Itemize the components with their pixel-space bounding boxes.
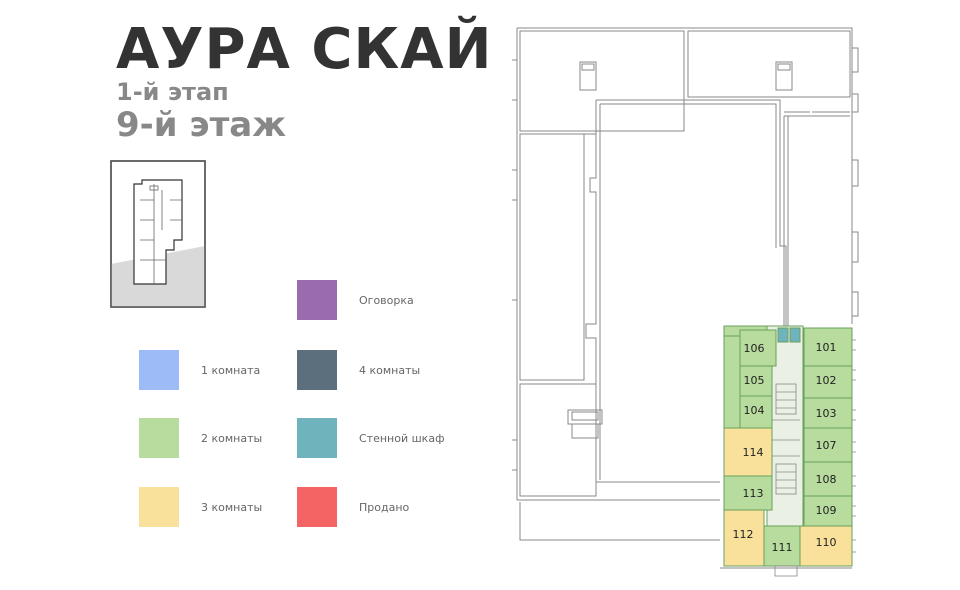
legend-swatch — [297, 487, 337, 527]
legend-item-sold: Продано — [297, 487, 409, 527]
apartment-number: 113 — [743, 487, 764, 500]
apartment-114[interactable] — [723, 427, 773, 477]
legend-swatch — [139, 418, 179, 458]
building-key-plan[interactable] — [110, 160, 206, 308]
legend-label: Оговорка — [359, 293, 414, 307]
apartment-number: 112 — [733, 528, 754, 541]
apartment-104[interactable] — [739, 395, 773, 429]
apartment-110[interactable] — [799, 525, 853, 567]
legend-swatch — [297, 418, 337, 458]
legend-swatch — [139, 487, 179, 527]
apartment-number: 110 — [816, 536, 837, 549]
apartment-number: 114 — [743, 446, 764, 459]
apartment-number: 108 — [816, 473, 837, 486]
closet — [777, 327, 789, 343]
apartment-number: 109 — [816, 504, 837, 517]
legend-item-two-rooms: 2 комнаты — [139, 418, 262, 458]
apartment-number: 105 — [744, 374, 765, 387]
apartment-113[interactable] — [723, 475, 773, 511]
legend-item-three-rooms: 3 комнаты — [139, 487, 262, 527]
apartment-number: 111 — [772, 541, 793, 554]
legend-item-four-rooms: 4 комнаты — [297, 350, 420, 390]
apartment-106[interactable] — [739, 329, 777, 367]
page-title: АУРА СКАЙ — [116, 17, 493, 82]
legend-item-reserved: Оговорка — [297, 280, 414, 320]
apartment-112[interactable] — [723, 509, 765, 567]
legend-item-closet: Стенной шкаф — [297, 418, 444, 458]
apartment-number: 101 — [816, 341, 837, 354]
floor-label: 9-й этаж — [116, 105, 287, 145]
closet — [789, 327, 801, 343]
apartment-number: 102 — [816, 374, 837, 387]
legend-label: 3 комнаты — [201, 500, 263, 514]
legend-label: 1 комната — [201, 363, 261, 377]
legend-swatch — [297, 350, 337, 390]
apartment-101[interactable] — [803, 327, 853, 367]
legend-label: 4 комнаты — [359, 363, 421, 377]
apartment-108[interactable] — [803, 461, 853, 497]
apartment-number: 106 — [744, 342, 765, 355]
legend-label: Стенной шкаф — [359, 431, 445, 445]
apartment-109[interactable] — [803, 495, 853, 527]
legend-item-one-room: 1 комната — [139, 350, 260, 390]
stage-label: 1-й этап — [116, 78, 229, 106]
apartment-number: 103 — [816, 407, 837, 420]
floor-plan: 106 105 104 114 113 112 111 101 102 103 … — [512, 27, 859, 577]
legend-label: Продано — [359, 500, 410, 514]
legend-swatch — [297, 280, 337, 320]
apartment-number: 107 — [816, 439, 837, 452]
legend-label: 2 комнаты — [201, 431, 263, 445]
apartment-107[interactable] — [803, 427, 853, 463]
legend-swatch — [139, 350, 179, 390]
apartment-number: 104 — [744, 404, 765, 417]
